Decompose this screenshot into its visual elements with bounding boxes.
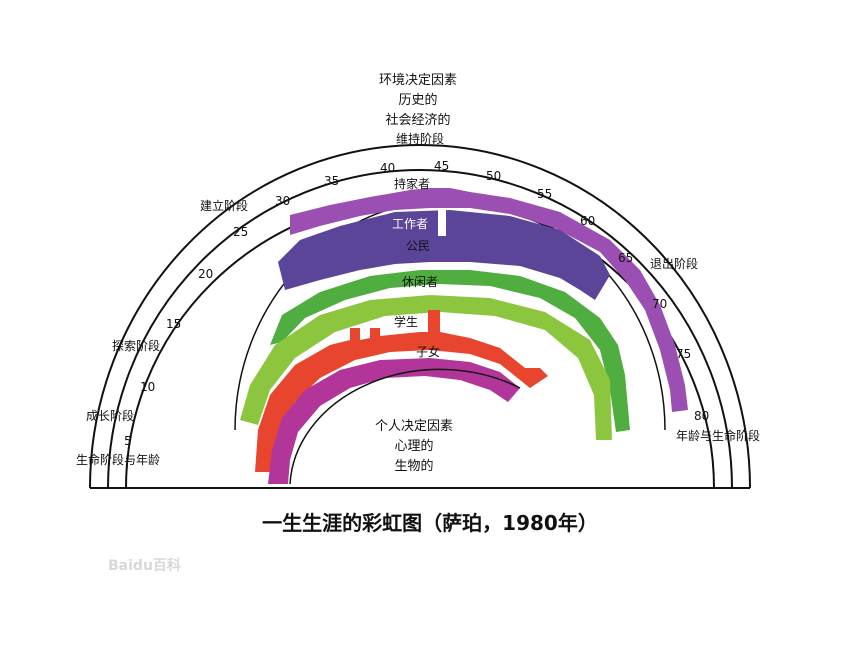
role-child: 子女 xyxy=(416,344,440,359)
watermark: Baidu百科 xyxy=(108,557,181,574)
age-10: 10 xyxy=(140,380,155,394)
role-citizen: 公民 xyxy=(406,239,430,253)
stage-growth: 成长阶段 xyxy=(86,408,134,423)
age-5: 5 xyxy=(124,434,132,448)
stage-decline: 退出阶段 xyxy=(650,256,698,271)
role-homemaker: 持家者 xyxy=(394,176,430,191)
band-worker xyxy=(278,210,610,300)
age-40: 40 xyxy=(380,161,395,175)
stage-establishment: 建立阶段 xyxy=(200,198,248,213)
worker-gap xyxy=(438,210,446,236)
bottom-factor-2: 生物的 xyxy=(394,458,433,474)
top-factor-2: 社会经济的 xyxy=(385,112,450,128)
age-30: 30 xyxy=(275,194,290,208)
age-15: 15 xyxy=(166,317,181,331)
stage-maintenance: 维持阶段 xyxy=(396,131,444,146)
bottom-factor-0: 个人决定因素 xyxy=(375,419,453,434)
band-leisure xyxy=(240,295,612,440)
top-factor-0: 环境决定因素 xyxy=(379,73,457,88)
age-25: 25 xyxy=(233,225,248,239)
top-factor-1: 历史的 xyxy=(398,92,437,108)
stage-exploration: 探索阶段 xyxy=(112,338,160,353)
age-50: 50 xyxy=(486,169,501,183)
diagram-title: 一生生涯的彩虹图（萨珀，1980年） xyxy=(262,511,598,535)
age-45: 45 xyxy=(434,159,449,173)
outer-arc-2 xyxy=(107,169,733,489)
bottom-factor-1: 心理的 xyxy=(394,438,433,454)
age-20: 20 xyxy=(198,267,213,281)
age-60: 60 xyxy=(580,214,595,228)
age-70: 70 xyxy=(652,297,667,311)
age-65: 65 xyxy=(618,251,633,265)
band-student xyxy=(255,310,548,472)
stage-age-and-life-stage: 年龄与生命阶段 xyxy=(676,428,760,443)
band-homemaker xyxy=(290,188,688,412)
role-student: 学生 xyxy=(394,314,418,329)
age-80: 80 xyxy=(694,409,709,423)
age-55: 55 xyxy=(537,187,552,201)
stage-life-stage-and-age: 生命阶段与年龄 xyxy=(76,452,160,467)
band-outline-inner xyxy=(289,368,521,485)
band-child xyxy=(268,358,520,484)
role-worker: 工作者 xyxy=(392,217,428,231)
outer-arc-1 xyxy=(89,144,751,489)
age-75: 75 xyxy=(676,347,691,361)
age-35: 35 xyxy=(324,174,339,188)
role-leisure: 休闲者 xyxy=(402,275,438,289)
